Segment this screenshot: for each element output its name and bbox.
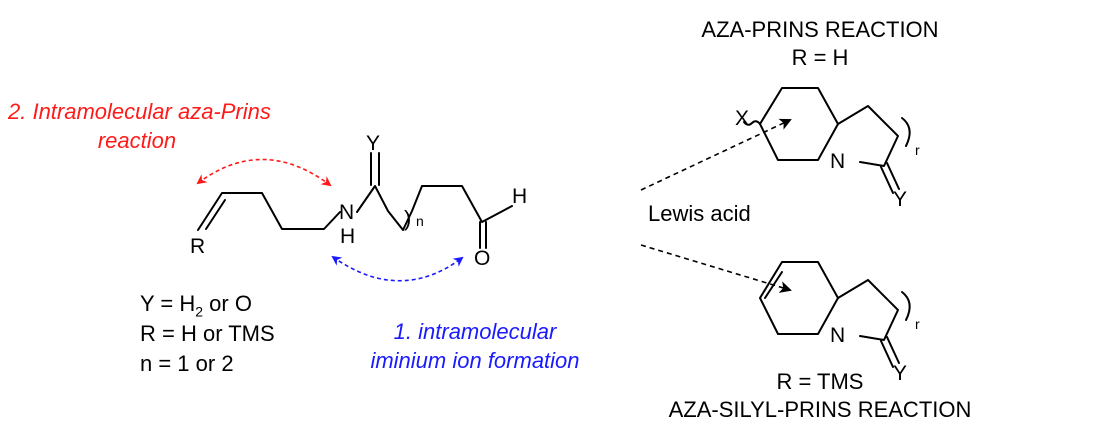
subscript-n: n (416, 213, 424, 229)
upper-x-wavy-bond (743, 120, 761, 126)
atom-n-upper: N (830, 150, 846, 173)
aza-prins-title: AZA-PRINS REACTION (701, 17, 939, 42)
upper-exo-line-2 (886, 162, 900, 190)
step1-label-line1: 1. intramolecular (393, 319, 557, 344)
atom-x-upper: X (735, 107, 750, 130)
reaction-arrow-lower (640, 244, 792, 293)
atom-n-lower: N (830, 324, 846, 347)
lower-exo-line-2 (886, 336, 900, 364)
atom-h-amide: H (340, 225, 356, 248)
aza-prins-product (743, 87, 911, 194)
amide-backbone (356, 185, 513, 231)
aza-prins-condition: R = H (791, 45, 849, 70)
step1-label-line2: iminium ion formation (370, 348, 580, 373)
subscript-r-upper: r (915, 142, 920, 158)
aza-prins-arrow (196, 158, 332, 187)
silyl-prins-title: AZA-SILYL-PRINS REACTION (668, 397, 972, 422)
upper-five-ring (837, 105, 899, 167)
lower-five-ring (837, 279, 899, 341)
condition-n: n = 1 or 2 (140, 351, 234, 376)
reaction-arrow-upper (640, 118, 792, 191)
atom-h-aldehyde: H (512, 185, 528, 208)
condition-y: Y = H2 or O (140, 291, 252, 320)
silyl-prins-condition: R = TMS (776, 369, 864, 394)
atom-y-lower: Y (893, 362, 908, 385)
aza-silyl-prins-product (759, 261, 911, 368)
condition-r: R = H or TMS (140, 321, 275, 346)
subscript-r-lower: r (915, 316, 920, 332)
iminium-arrow (331, 255, 464, 282)
bracket-paren: ) (404, 206, 412, 231)
reagent-label: Lewis acid (648, 201, 751, 226)
lower-six-ring (759, 261, 839, 335)
upper-bridge-bracket (901, 117, 911, 147)
substrate-structure (197, 152, 513, 249)
upper-exo-line-1 (880, 166, 894, 194)
substrate-chain (197, 192, 341, 231)
upper-six-ring (759, 87, 839, 161)
lower-bridge-bracket (901, 291, 911, 321)
atom-y-carbonyl: Y (366, 132, 381, 155)
step2-label-line1: 2. Intramolecular aza-Prins (8, 99, 271, 124)
lower-ring-double-bond (764, 271, 783, 299)
atom-y-upper: Y (893, 188, 908, 211)
atom-o-aldehyde: O (474, 247, 491, 270)
lower-exo-line-1 (880, 340, 894, 368)
alkene-second-line (205, 199, 226, 230)
step2-label-line2: reaction (97, 128, 177, 153)
atom-r-alkene: R (190, 235, 206, 258)
atom-n-amide: N (339, 201, 355, 224)
